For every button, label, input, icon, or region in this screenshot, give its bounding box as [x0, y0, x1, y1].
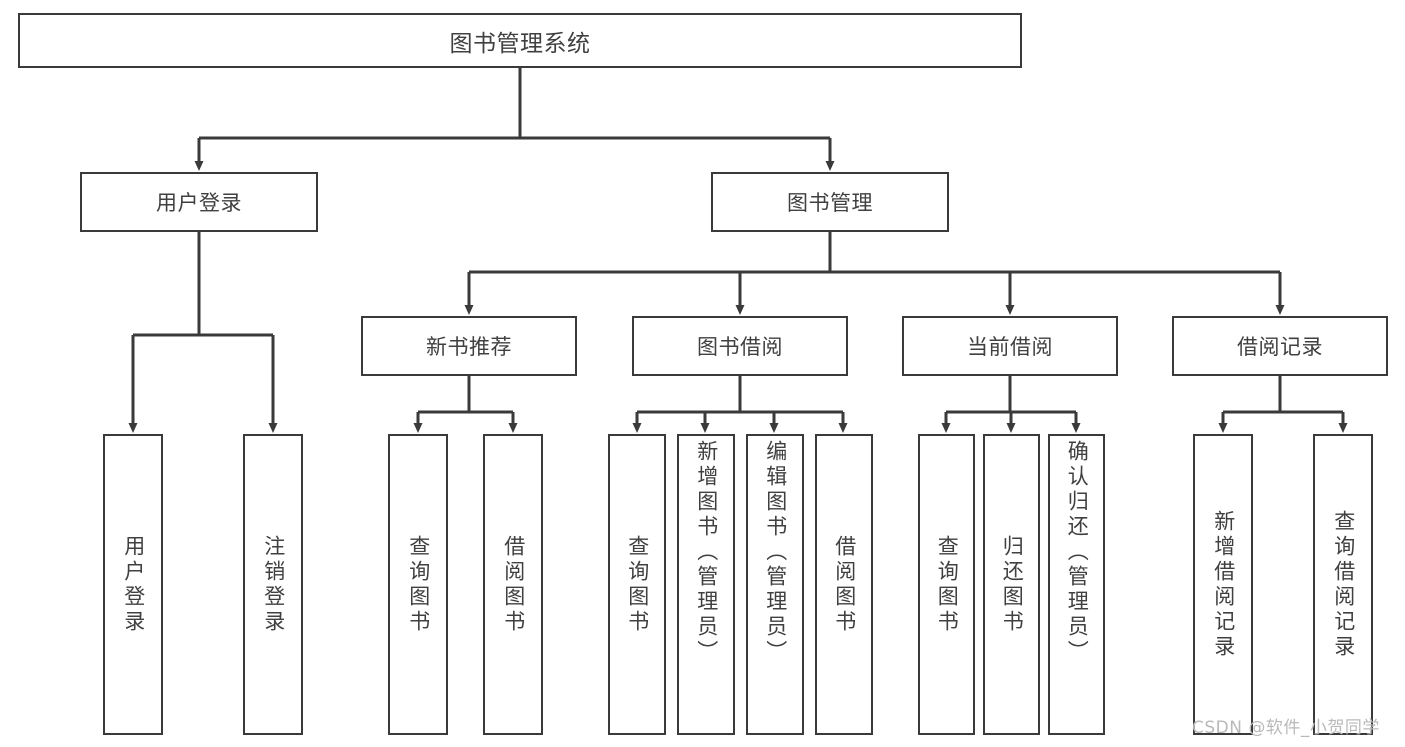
node-label: 用户登录: [121, 534, 146, 635]
leaf-record-query-record[interactable]: 查询借阅记录: [1313, 434, 1373, 735]
node-label: 用户登录: [156, 191, 242, 215]
node-label: 新增借阅记录: [1211, 509, 1236, 660]
leaf-borrow-query-book[interactable]: 查询图书: [608, 434, 666, 735]
node-label: 查询借阅记录: [1331, 509, 1356, 660]
node-label: 注销登录: [261, 534, 286, 635]
node-label: 图书管理系统: [449, 30, 591, 57]
node-label: 借阅记录: [1237, 335, 1323, 359]
node-label: 当前借阅: [967, 335, 1053, 359]
leaf-borrow-add-book-admin[interactable]: 新增图书（管理员）: [677, 434, 735, 735]
node-root-system[interactable]: 图书管理系统: [18, 13, 1022, 68]
node-label: 新增图书（管理员）: [694, 440, 719, 665]
leaf-newbook-query-book[interactable]: 查询图书: [388, 434, 448, 735]
node-user-login[interactable]: 用户登录: [80, 172, 318, 232]
leaf-borrow-borrow-book[interactable]: 借阅图书: [815, 434, 873, 735]
node-label: 图书借阅: [697, 335, 783, 359]
leaf-record-add-record[interactable]: 新增借阅记录: [1193, 434, 1253, 735]
leaf-current-confirm-return-admin[interactable]: 确认归还（管理员）: [1048, 434, 1105, 735]
node-label: 编辑图书（管理员）: [763, 440, 788, 665]
node-new-book-recommend[interactable]: 新书推荐: [361, 316, 577, 376]
node-label: 借阅图书: [832, 534, 857, 635]
node-label: 查询图书: [935, 534, 960, 635]
leaf-newbook-borrow-book[interactable]: 借阅图书: [483, 434, 543, 735]
leaf-user-login[interactable]: 用户登录: [103, 434, 163, 735]
node-label: 图书管理: [787, 191, 873, 215]
node-borrow-record[interactable]: 借阅记录: [1172, 316, 1388, 376]
node-book-management[interactable]: 图书管理: [711, 172, 949, 232]
leaf-logout[interactable]: 注销登录: [243, 434, 303, 735]
leaf-borrow-edit-book-admin[interactable]: 编辑图书（管理员）: [746, 434, 804, 735]
node-label: 查询图书: [406, 534, 431, 635]
node-book-borrow[interactable]: 图书借阅: [632, 316, 848, 376]
leaf-current-query-book[interactable]: 查询图书: [918, 434, 975, 735]
node-label: 借阅图书: [501, 534, 526, 635]
node-label: 归还图书: [1000, 534, 1025, 635]
node-label: 查询图书: [625, 534, 650, 635]
node-label: 确认归还（管理员）: [1065, 440, 1090, 665]
node-label: 新书推荐: [426, 335, 512, 359]
node-current-borrow[interactable]: 当前借阅: [902, 316, 1118, 376]
csdn-watermark: CSDN @软件_小贺同学: [1192, 718, 1380, 738]
leaf-current-return-book[interactable]: 归还图书: [983, 434, 1040, 735]
